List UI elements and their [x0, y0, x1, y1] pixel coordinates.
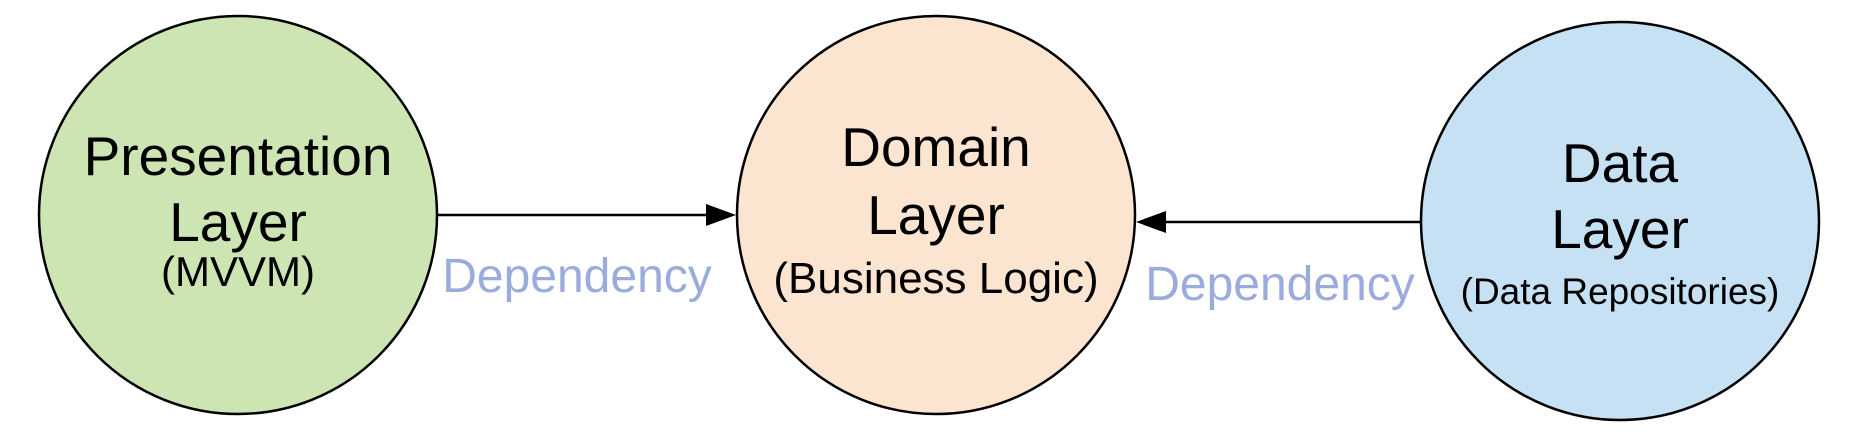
data-layer-subtitle: (Data Repositories)	[1461, 271, 1780, 312]
edge-presentation-to-domain: Dependency	[437, 204, 736, 303]
edge-label-dependency-left: Dependency	[442, 250, 712, 303]
node-domain-layer: Domain Layer (Business Logic)	[735, 14, 1137, 416]
node-presentation-layer: Presentation Layer (MVVM)	[37, 14, 439, 416]
arrowhead-left-icon	[1136, 211, 1166, 233]
presentation-layer-title-line1: Presentation	[84, 125, 393, 187]
presentation-layer-subtitle: (MVVM)	[161, 248, 315, 295]
data-layer-title-line1: Data	[1562, 132, 1679, 194]
node-data-layer: Data Layer (Data Repositories)	[1419, 20, 1821, 422]
presentation-layer-circle	[37, 14, 439, 416]
domain-layer-circle	[735, 14, 1137, 416]
domain-layer-title-line1: Domain	[841, 116, 1031, 178]
edge-data-to-domain: Dependency	[1136, 211, 1421, 311]
data-layer-title-line2: Layer	[1551, 198, 1689, 260]
domain-layer-subtitle: (Business Logic)	[773, 254, 1098, 303]
domain-layer-title-line2: Layer	[867, 184, 1005, 246]
edge-label-dependency-right: Dependency	[1145, 258, 1415, 311]
arrowhead-right-icon	[706, 204, 736, 226]
presentation-layer-title-line2: Layer	[169, 191, 307, 253]
data-layer-circle	[1419, 20, 1821, 422]
